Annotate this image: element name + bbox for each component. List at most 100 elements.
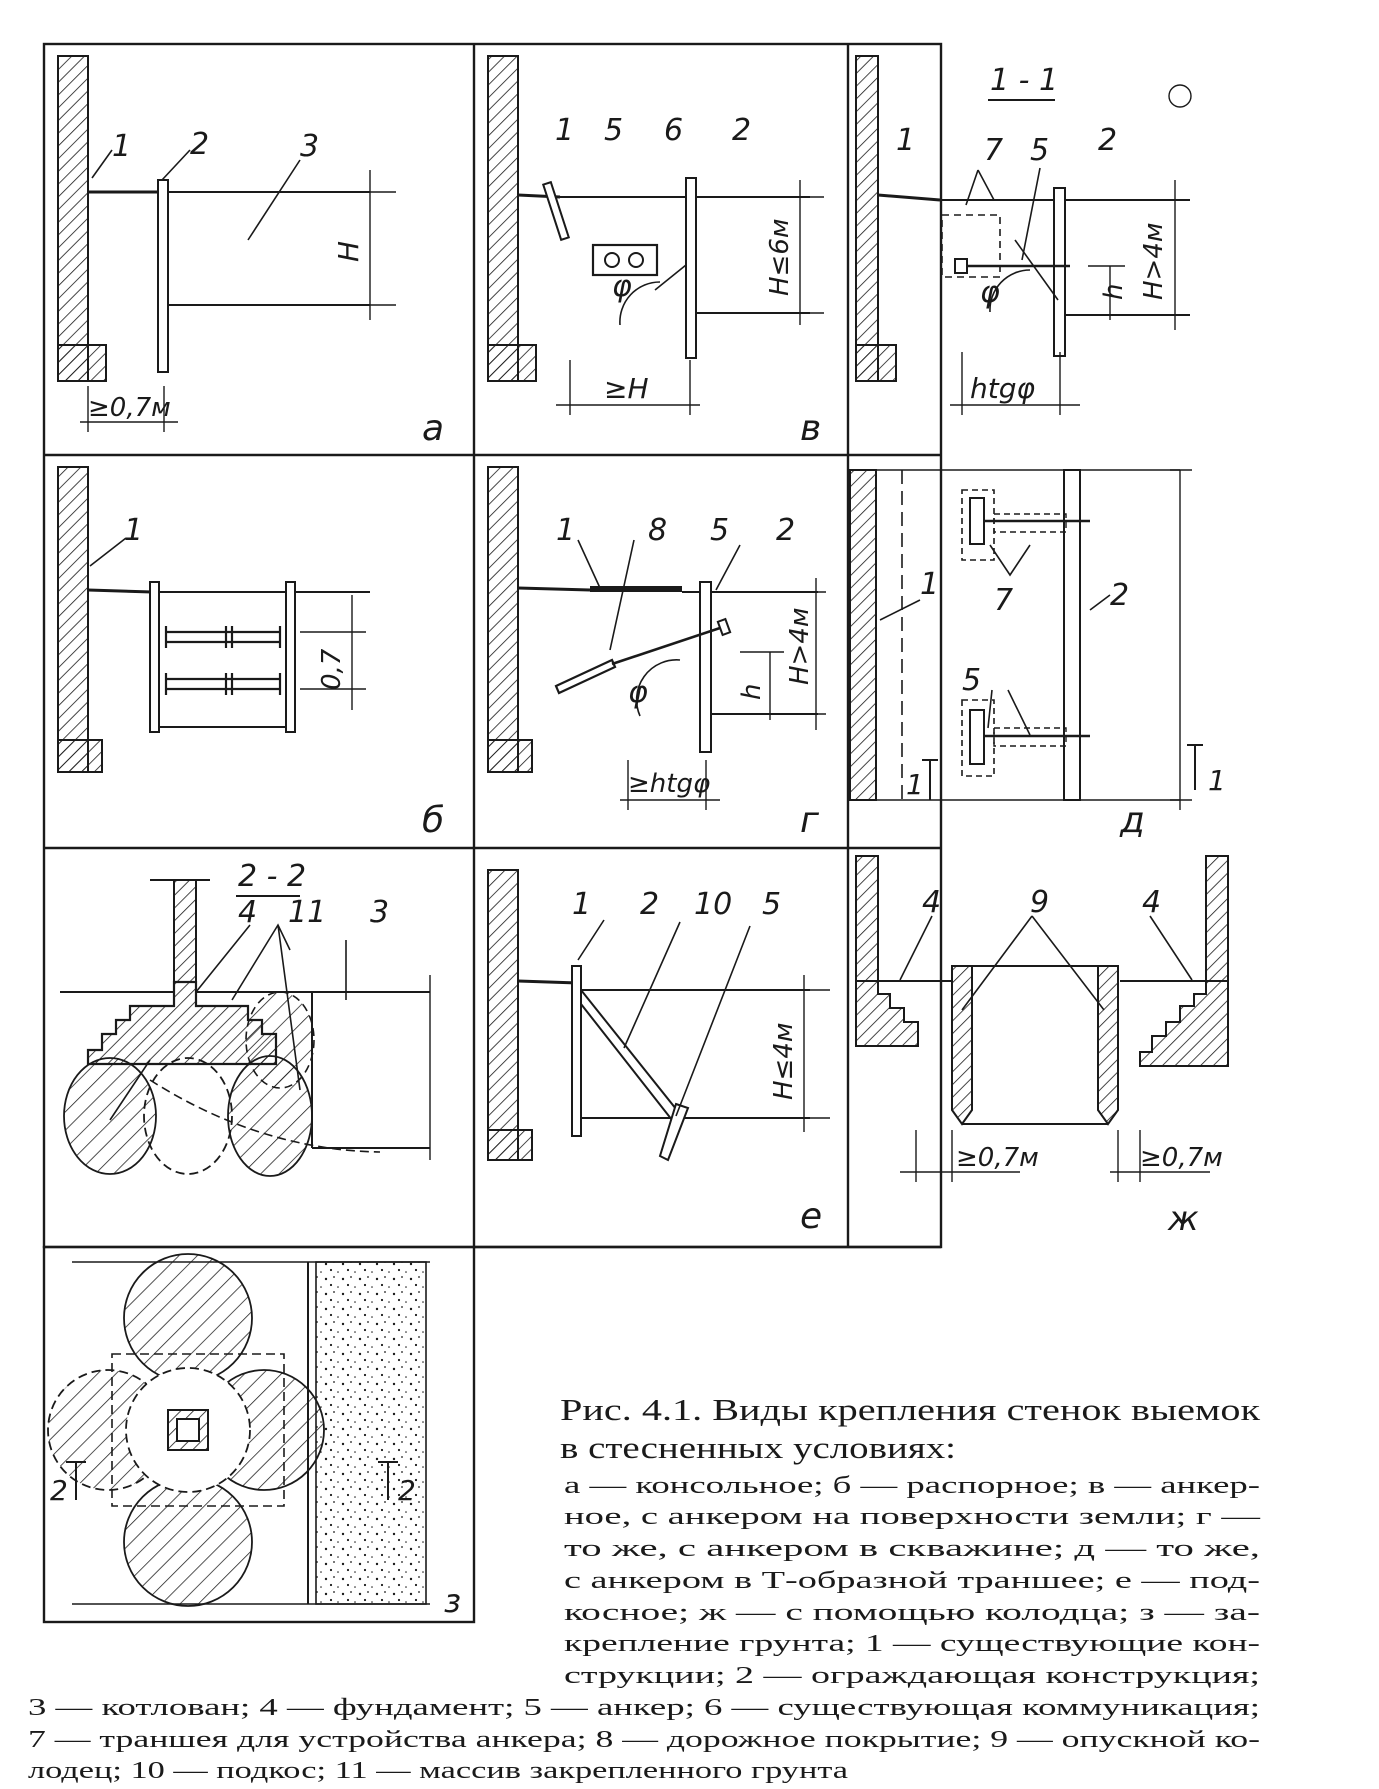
retaining-pile xyxy=(1053,187,1066,357)
panel-label-g: г xyxy=(800,800,820,841)
dim-H-le-6m: H≤6м xyxy=(765,219,795,297)
wall-footing xyxy=(487,739,533,773)
callout-9: 9 xyxy=(1030,885,1049,920)
caption-line: то же, с анкером в скважине; д — то же, xyxy=(564,1536,1260,1562)
panel-v: 1 5 6 2 φ H≤6м ≥H в xyxy=(487,55,824,449)
caption-line: 7 — траншея для устройства анкера; 8 — д… xyxy=(28,1727,1260,1753)
callout-5: 5 xyxy=(762,887,781,922)
callout-1: 1 xyxy=(572,887,591,922)
callout-6: 6 xyxy=(664,113,683,148)
callout-1: 1 xyxy=(112,129,131,164)
panel-e: 1 2 10 5 H≤4м е xyxy=(487,869,830,1237)
existing-building-soil xyxy=(315,1261,427,1605)
section-mark-2-right xyxy=(378,1461,398,1500)
panel-zh: 4 9 4 ≥0,7м ≥0,7м ж xyxy=(855,855,1229,1239)
caption-line: косное; ж — с помощью колодца; з — за- xyxy=(564,1600,1260,1626)
dim-h: h xyxy=(1099,284,1129,300)
caption-line: струкции; 2 — ограждающая конструкция; xyxy=(564,1663,1260,1689)
panel-label-e: е xyxy=(800,1196,822,1237)
existing-wall xyxy=(57,466,89,773)
panel-g: 1 8 5 2 φ h H>4м ≥htgφ г xyxy=(487,466,826,841)
retaining-pile xyxy=(571,965,582,1137)
dim-H: H xyxy=(332,241,365,262)
existing-wall-left xyxy=(855,855,879,982)
caption-title-1: Рис. 4.1. Виды крепления стенок выемок xyxy=(560,1392,1261,1427)
wall-footing xyxy=(855,344,897,382)
panel-label-v: в xyxy=(800,408,821,449)
section-mark-label-left: 2 xyxy=(50,1474,68,1507)
callout-7: 7 xyxy=(984,133,1003,168)
caption-line: а — консольное; б — распорное; в — анкер… xyxy=(564,1473,1260,1499)
caption-line: крепление грунта; 1 — существующие кон- xyxy=(564,1631,1260,1657)
section-mark-label-left: 1 xyxy=(906,768,924,801)
wall-footing xyxy=(487,1129,533,1161)
callout-11: 11 xyxy=(288,895,326,930)
retaining-pile xyxy=(685,177,697,359)
dim-h: h xyxy=(737,684,767,700)
figure-caption: Рис. 4.1. Виды крепления стенок выемок в… xyxy=(28,1392,1262,1784)
panel-label-a: a xyxy=(422,408,444,449)
callout-5: 5 xyxy=(710,513,729,548)
dim-H-le-4m: H≤4м xyxy=(769,1023,799,1101)
callout-1: 1 xyxy=(555,113,574,148)
anchor-in-borehole xyxy=(554,617,732,695)
existing-wall xyxy=(57,55,89,382)
dim-min-0-7m: ≥0,7м xyxy=(88,393,171,423)
foundation-outline xyxy=(111,1353,285,1507)
retaining-pile xyxy=(157,179,169,373)
caption-line: с анкером в Т-образной траншее; е — под- xyxy=(564,1568,1260,1594)
section-label-2-2: 2 - 2 xyxy=(238,859,306,894)
callout-3: 3 xyxy=(370,895,389,930)
caption-line: ное, с анкером на поверхности земли; г — xyxy=(564,1504,1262,1530)
foundation-left xyxy=(855,980,919,1047)
strut-lower xyxy=(164,673,282,695)
section-label-1-1: 1 - 1 xyxy=(990,63,1058,98)
callout-2: 2 xyxy=(732,113,751,148)
callout-2: 2 xyxy=(1098,123,1117,158)
dim-0-7: 0,7 xyxy=(317,648,347,690)
dim-H-gt-4m: H>4м xyxy=(785,608,815,686)
caption-line: 3 — котлован; 4 — фундамент; 5 — анкер; … xyxy=(28,1695,1260,1721)
existing-wall xyxy=(487,466,519,773)
panel-d: 1 7 2 5 1 1 д xyxy=(849,469,1226,841)
anchor-plate xyxy=(954,258,968,274)
retaining-wall-plan xyxy=(1063,469,1081,801)
callout-2: 2 xyxy=(776,513,795,548)
column-plan xyxy=(167,1409,209,1451)
dim-min-htg-phi: ≥htgφ xyxy=(628,769,710,799)
existing-column xyxy=(173,879,197,983)
wall-footing xyxy=(57,739,103,773)
anchor-upper xyxy=(961,489,1090,561)
strut-upper xyxy=(164,626,282,648)
section-mark-1-left xyxy=(922,759,938,800)
panel-label-zh: ж xyxy=(1167,1199,1199,1239)
retaining-pile-left xyxy=(149,581,160,733)
wall-footing xyxy=(57,344,107,382)
callout-3: 3 xyxy=(300,129,319,164)
section-mark-label-right: 2 xyxy=(398,1474,416,1507)
section-mark-1-right xyxy=(1187,744,1203,790)
anchor-plate xyxy=(541,180,571,242)
caption-line: лодец; 10 — подкос; 11 — массив закрепле… xyxy=(28,1758,848,1784)
panel-label-d: д xyxy=(1119,800,1145,841)
dim-min-0-7m-left: ≥0,7м xyxy=(956,1143,1039,1173)
grouted-column-bottom xyxy=(123,1477,253,1607)
anchor-trench xyxy=(941,214,1001,278)
angle-phi: φ xyxy=(980,275,1000,310)
caisson-well xyxy=(951,965,1119,1126)
callout-4-right: 4 xyxy=(1142,885,1161,920)
dim-htg-phi: htgφ xyxy=(970,372,1035,405)
caption-title-2: в стесненных условиях: xyxy=(560,1430,956,1465)
callout-1: 1 xyxy=(556,513,575,548)
callout-1: 1 xyxy=(124,513,143,548)
grouted-column-top xyxy=(123,1253,253,1383)
dim-min-0-7m-right: ≥0,7м xyxy=(1140,1143,1223,1173)
callout-7: 7 xyxy=(994,583,1013,618)
panel-section-2-2: 2 - 2 4 11 3 xyxy=(60,859,431,1177)
grouted-soil-mass-1 xyxy=(63,1057,157,1175)
existing-wall-right xyxy=(1205,855,1229,982)
angle-phi: φ xyxy=(612,269,632,304)
anchor-lower xyxy=(961,699,1090,777)
panel-grid xyxy=(42,42,943,1624)
